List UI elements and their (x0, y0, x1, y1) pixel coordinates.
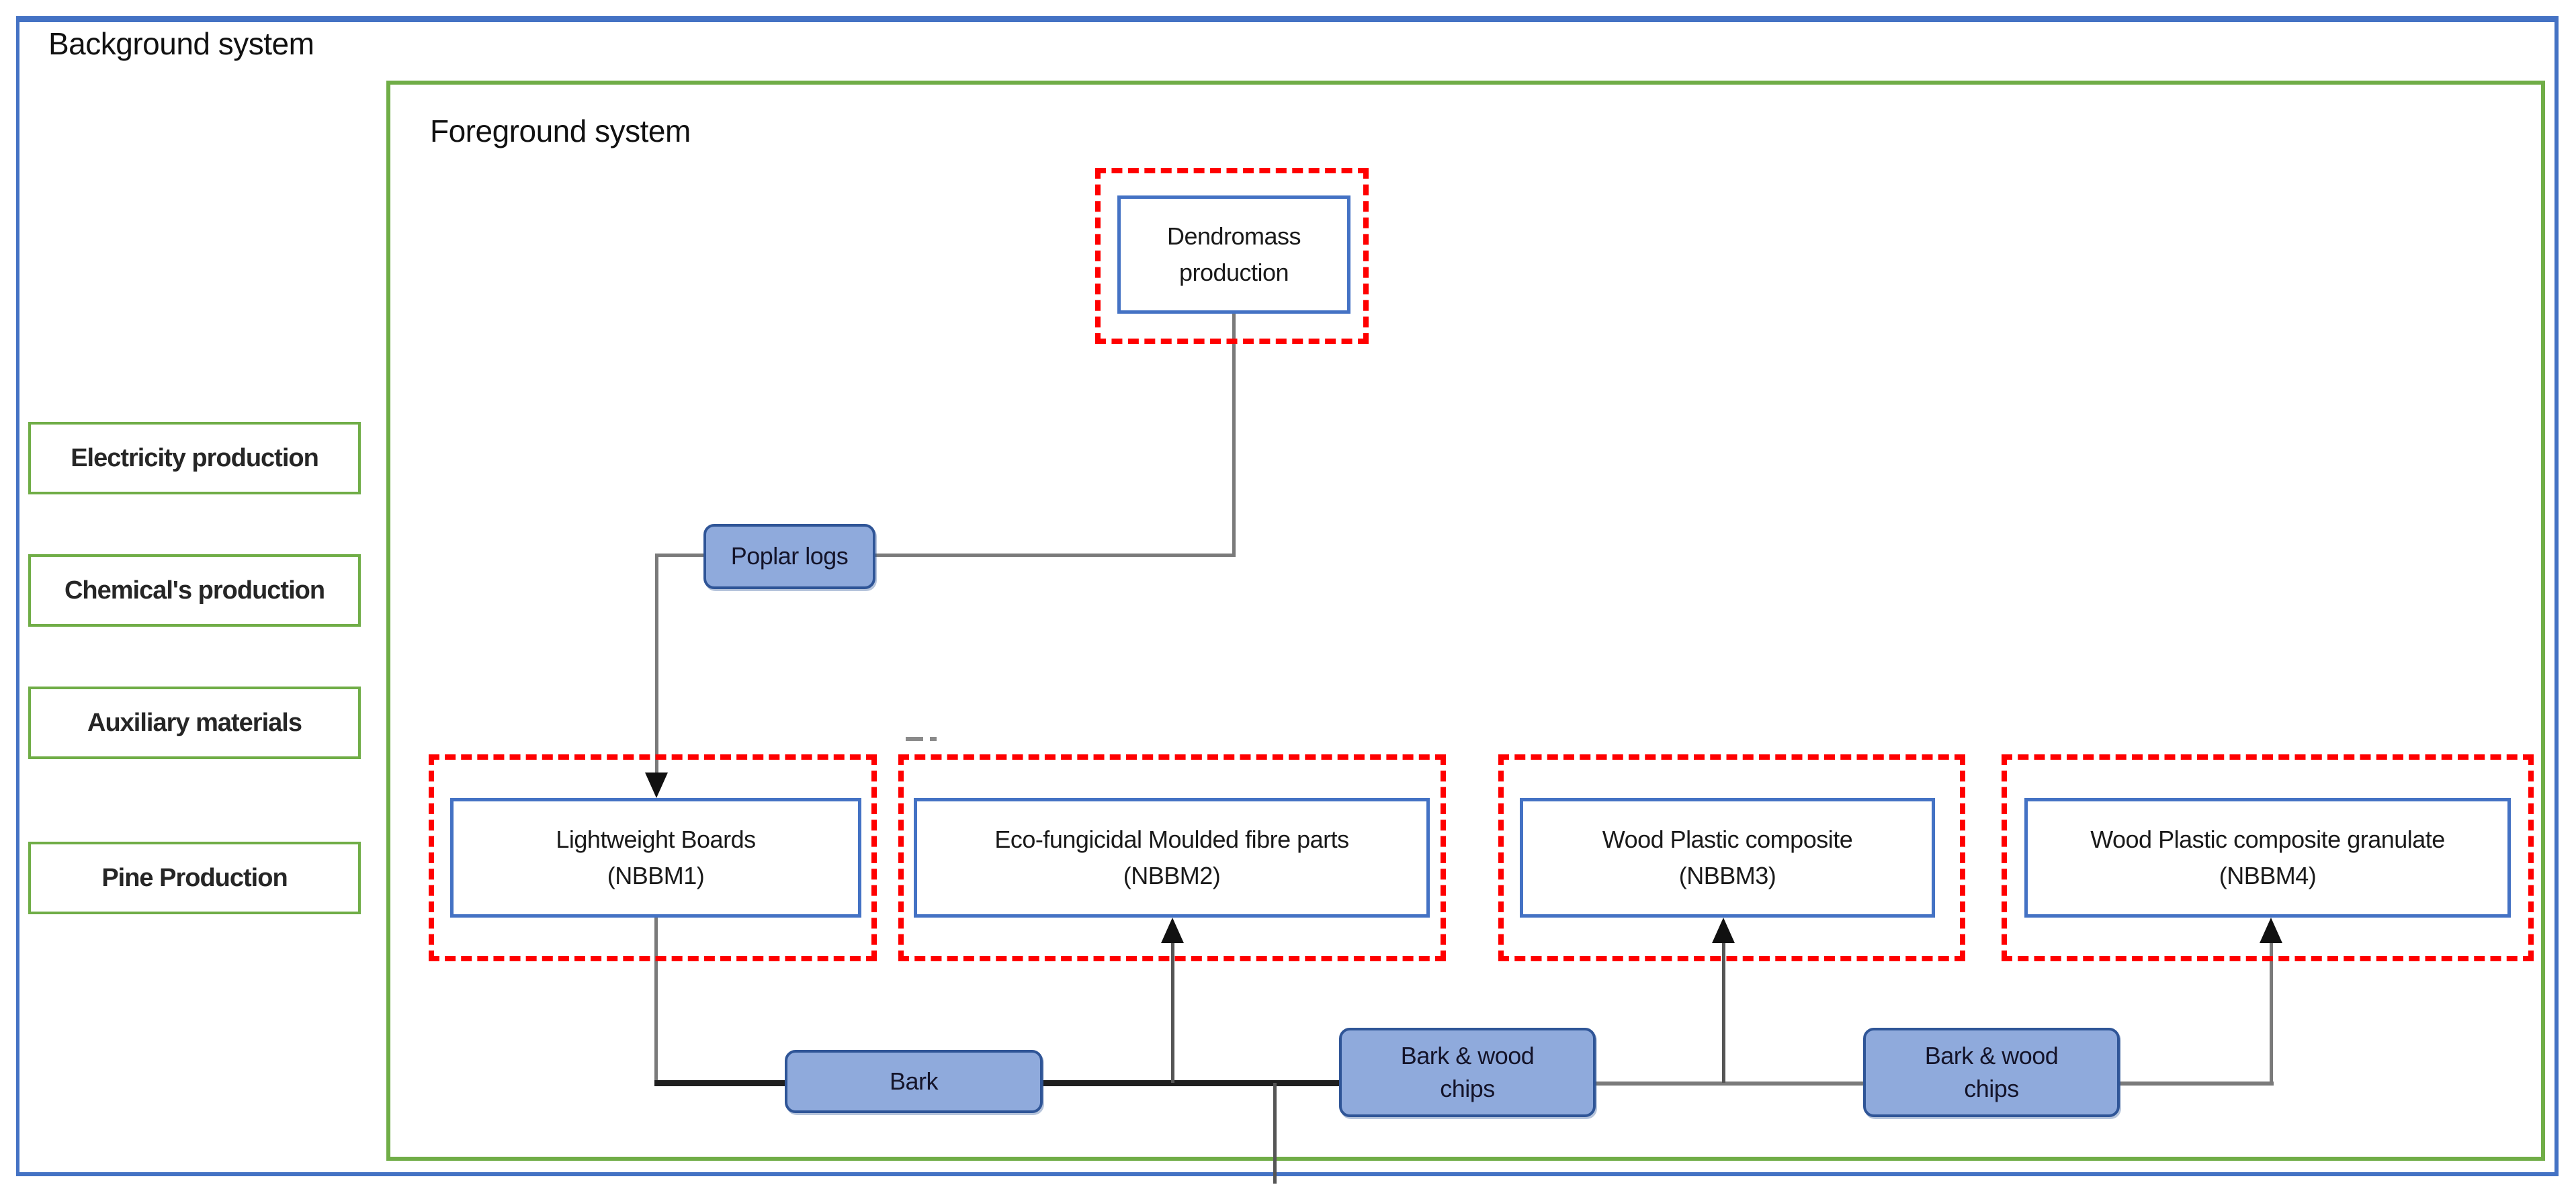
material-poplar-logs: Poplar logs (703, 524, 875, 589)
line-to-nbbm4 (2270, 942, 2273, 1083)
line-chips-horizontal (1341, 1082, 2274, 1086)
input-electricity-production: Electricity production (28, 422, 361, 494)
process-label-line1: Lightweight Boards (556, 826, 756, 853)
process-label-line1: Eco-fungicidal Moulded fibre parts (994, 826, 1349, 853)
nbbm4-dashed-boundary (2002, 754, 2534, 961)
process-label-line2: (NBBM3) (1678, 862, 1776, 889)
process-nbbm2: Eco-fungicidal Moulded fibre parts (NBBM… (914, 798, 1430, 918)
input-label: Electricity production (71, 443, 319, 472)
process-label-line2: (NBBM4) (2219, 862, 2317, 889)
line-poplar-horizontal (655, 554, 1236, 557)
process-dendromass: Dendromass production (1117, 195, 1350, 314)
dendromass-dashed-boundary (1095, 168, 1369, 344)
process-label-line1: Dendromass (1166, 222, 1301, 250)
arrow-up-icon (1161, 918, 1184, 943)
background-system-label: Background system (48, 26, 314, 61)
material-label-line1: Bark & wood (1924, 1041, 2059, 1069)
process-nbbm4: Wood Plastic composite granulate (NBBM4) (2024, 798, 2511, 918)
line-nbbm1-to-bark (654, 918, 658, 1083)
line-dendromass-down (1232, 314, 1236, 557)
process-label-line1: Wood Plastic composite granulate (2090, 826, 2445, 853)
material-bark: Bark (785, 1050, 1043, 1113)
input-label: Chemical's production (64, 576, 325, 605)
nbbm1-dashed-boundary (429, 754, 877, 961)
stray-mark (930, 737, 937, 741)
input-pine-production: Pine Production (28, 842, 361, 914)
input-chemicals-production: Chemical's production (28, 554, 361, 627)
foreground-system-label: Foreground system (430, 114, 691, 148)
process-label-line2: (NBBM2) (1123, 862, 1221, 889)
material-bark-wood-chips-left: Bark & wood chips (1339, 1028, 1596, 1117)
process-label-line2: production (1178, 259, 1289, 286)
material-label: Bark (889, 1067, 939, 1095)
process-nbbm1: Lightweight Boards (NBBM1) (450, 798, 861, 918)
process-nbbm3: Wood Plastic composite (NBBM3) (1520, 798, 1935, 918)
line-to-nbbm1 (655, 554, 658, 776)
material-label-line2: chips (1440, 1074, 1495, 1102)
nbbm3-dashed-boundary (1498, 754, 1965, 961)
arrow-down-icon (645, 773, 668, 798)
material-label: Poplar logs (730, 542, 849, 570)
process-label-line2: (NBBM1) (607, 862, 705, 889)
input-auxiliary-materials: Auxiliary materials (28, 687, 361, 759)
line-to-nbbm2 (1171, 942, 1174, 1083)
material-label-line1: Bark & wood (1400, 1041, 1535, 1069)
input-label: Pine Production (101, 863, 288, 892)
input-label: Auxiliary materials (87, 708, 302, 737)
material-bark-wood-chips-right: Bark & wood chips (1863, 1028, 2120, 1117)
arrow-up-icon (2260, 918, 2282, 943)
stray-mark (906, 737, 923, 741)
background-system-box (16, 16, 2559, 1176)
arrow-up-icon (1712, 918, 1735, 943)
foreground-system-box (386, 81, 2545, 1161)
process-label-line1: Wood Plastic composite (1602, 826, 1853, 853)
nbbm2-dashed-boundary (898, 754, 1446, 961)
material-label-line2: chips (1964, 1074, 2019, 1102)
line-to-nbbm3 (1722, 942, 1725, 1083)
line-exit-down (1273, 1083, 1277, 1184)
